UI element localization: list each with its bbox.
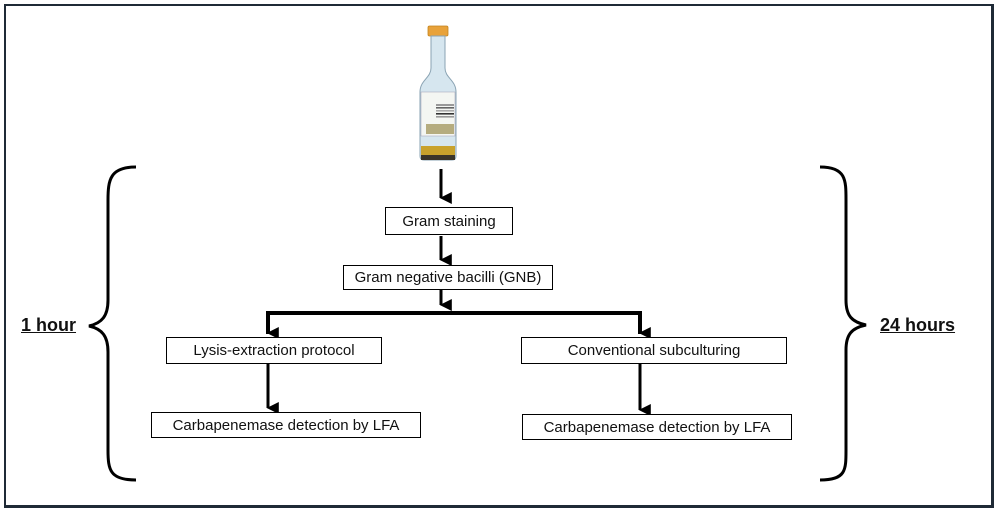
branch-line: [266, 311, 642, 334]
time-label-1-hour: 1 hour: [21, 315, 77, 335]
left-brace: [88, 165, 137, 482]
node-gram-negative-bacilli: Gram negative bacilli (GNB): [343, 265, 553, 290]
figure-frame: [4, 4, 994, 508]
node-gram-staining: Gram staining: [385, 207, 513, 235]
node-lfa-detection-right: Carbapenemase detection by LFA: [522, 414, 792, 440]
node-lfa-detection-left: Carbapenemase detection by LFA: [151, 412, 421, 438]
right-brace: [819, 165, 867, 482]
node-conventional-subculturing: Conventional subculturing: [521, 337, 787, 364]
blood-culture-bottle-icon: [419, 25, 457, 161]
time-label-24-hours: 24 hours: [880, 315, 956, 335]
node-lysis-extraction: Lysis-extraction protocol: [166, 337, 382, 364]
